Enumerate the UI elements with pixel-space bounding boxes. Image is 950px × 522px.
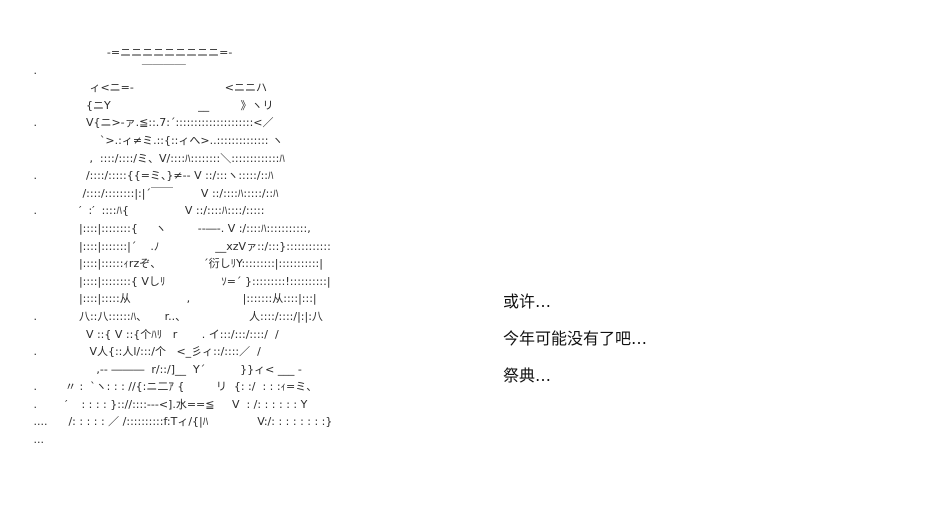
art-line: .... /: : : : : ／ /::::::::::f:Tィ/{|ﾊ V:…	[30, 415, 333, 429]
art-line: |::::|::::::::{ Vしﾘ ｿ=´ }:::::::::!:::::…	[30, 274, 331, 288]
art-line: |::::|:::::从 , |:::::::从::::|:::|	[30, 292, 317, 306]
ascii-art: -=ニニニニニニニニニ=- . ￣￣￣￣ ィ<ニ=- <ニニハ {ニY __ 》…	[30, 44, 332, 449]
art-line: /::::/::::::::|:|´￣￣ V ::/::::ﾊ:::::/::ﾊ	[30, 186, 279, 200]
art-line: |::::|:::::::|´ .ﾉ __xzVァ::/:::}::::::::…	[30, 239, 331, 253]
art-line: . V{ニ>-ァ.≦::.7:´:::::::::::::::::::::<／	[30, 116, 274, 130]
art-line: -=ニニニニニニニニニ=-	[30, 46, 233, 59]
art-line: {ニY __ 》ヽリ	[30, 98, 274, 112]
art-line: |::::|::::::::{ ヽ -‐―-. V :/::::ﾊ:::::::…	[30, 221, 311, 235]
art-line: . ′ : : : : }:://::::‐‐‐<].水==≦ V : /: :…	[30, 397, 308, 411]
art-line: V ::{ V ::{个ﾊﾘ r . イ:::/:::/::::/ /	[30, 327, 279, 341]
art-line: ,-- ――― r/::/]__ Y´ }}ィ< ___ -	[30, 362, 302, 376]
art-line: . 八::八::::::ﾊ、 r..、 人::::/::::/|:|:八	[30, 309, 323, 323]
art-line: `>.:ィ≠ミ.::{::ィへ>..:::::::::::::: ヽ	[30, 133, 283, 147]
art-line: . /::::/:::::{{=ミ、}≠-‐ V ::/:::ヽ:::::/::…	[30, 169, 274, 183]
art-line: ...	[30, 433, 44, 447]
art-line: . ￣￣￣￣	[30, 63, 186, 77]
art-line: , ::::/::::/ミ、V/::::ﾊ::::::::＼::::::::::…	[30, 151, 285, 165]
dialogue-line-3: 祭典…	[503, 366, 552, 385]
art-line: . 〃 : `ヽ: : : //{:ニ二ｱ { リ {: :/ : : :ｨ=ミ…	[30, 380, 318, 394]
dialogue-text: 或许… 今年可能没有了吧… 祭典…	[503, 290, 647, 401]
art-line: . V人{::人l/:::/个 <_彡ィ::/::::／ /	[30, 345, 261, 359]
dialogue-line-2: 今年可能没有了吧…	[503, 329, 648, 348]
dialogue-line-1: 或许…	[503, 292, 552, 311]
art-line: . ′ :′ ::::ﾊ{ V ::/::::ﾊ::::/:::::	[30, 204, 265, 218]
art-line: ィ<ニ=- <ニニハ	[30, 81, 267, 95]
art-line: |::::|::::::ｨrzぞ、 ´衍しﾘY:::::::::|:::::::…	[30, 257, 323, 271]
